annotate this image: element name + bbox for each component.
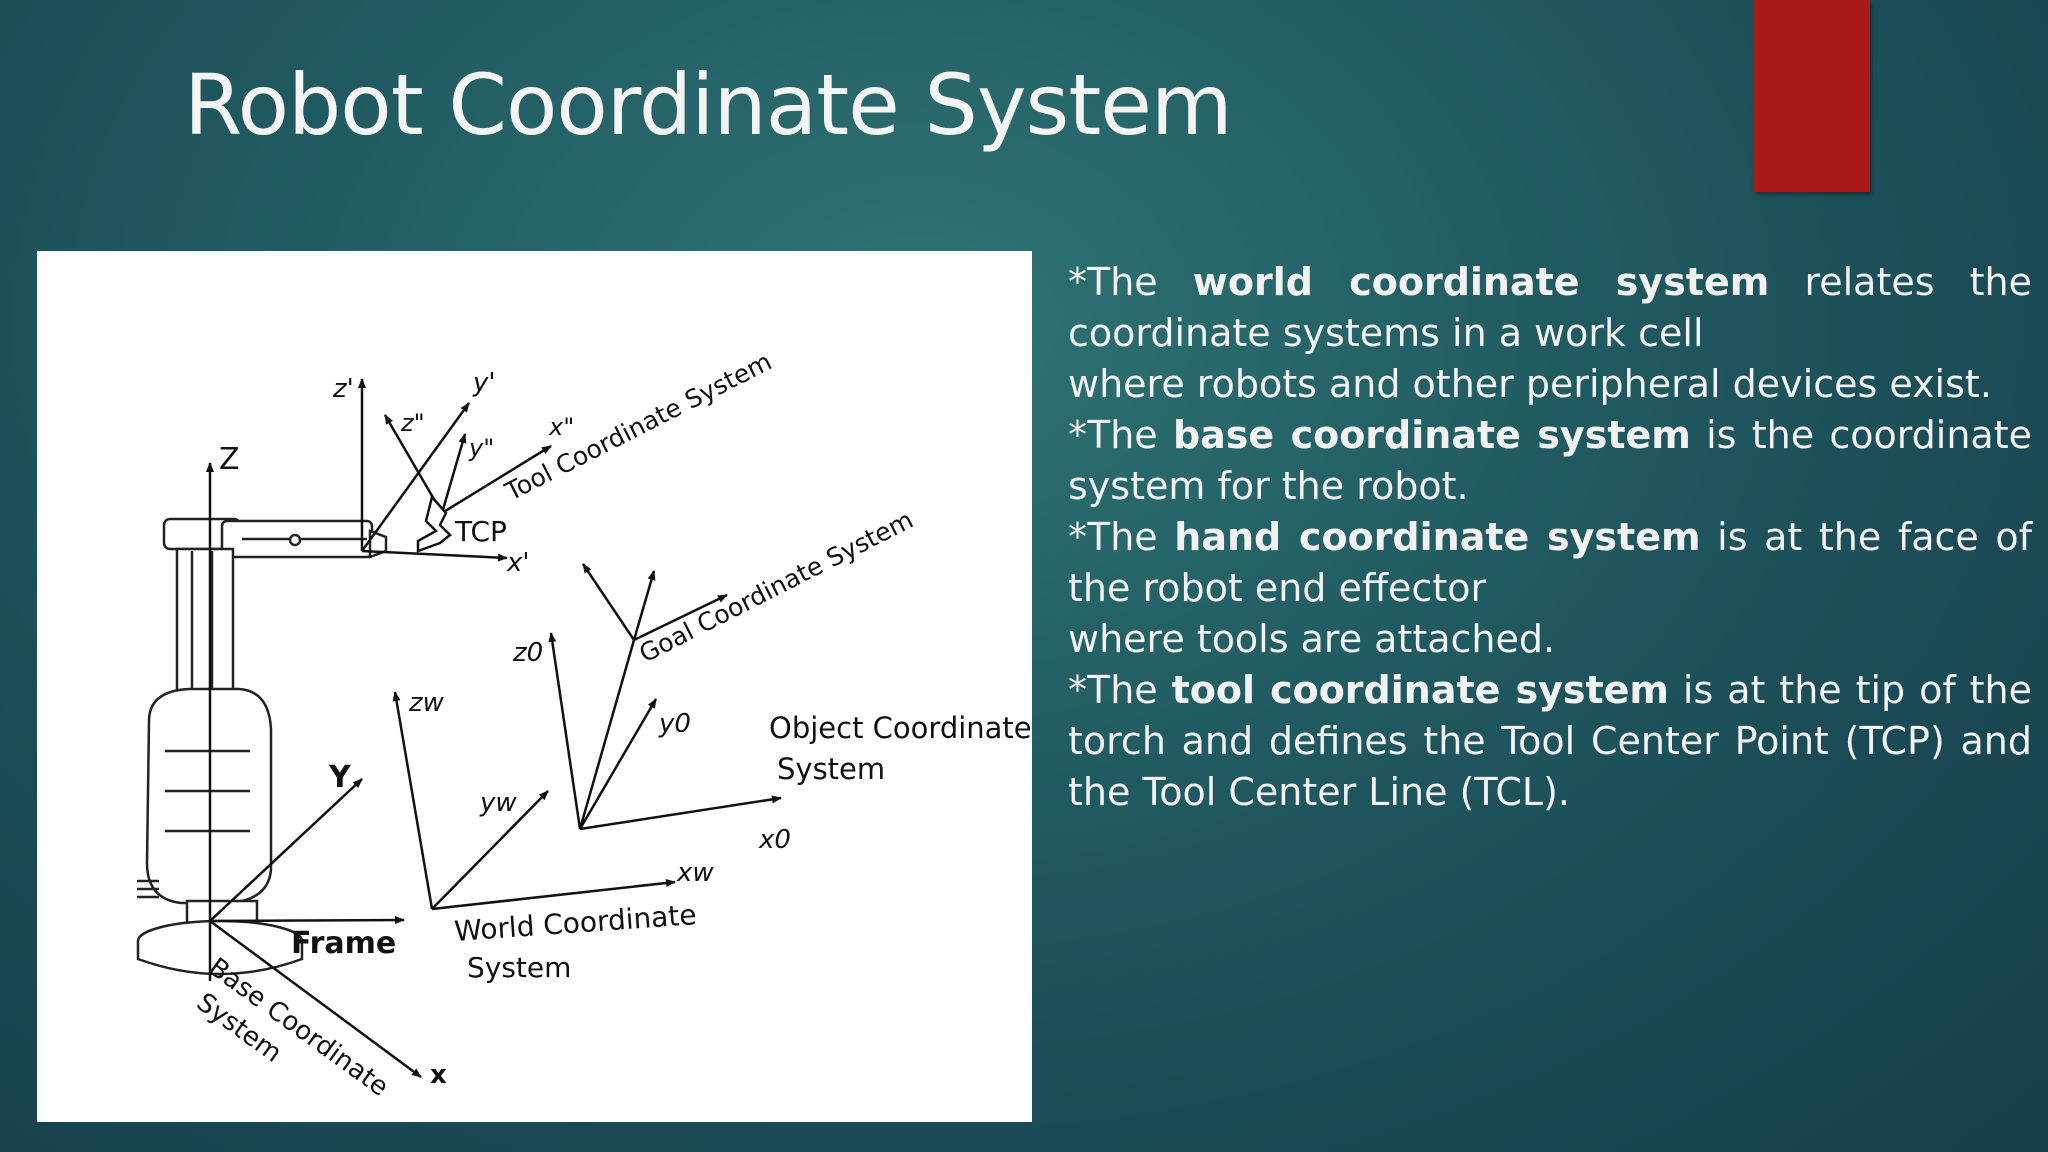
para-prefix: *The bbox=[1068, 515, 1175, 559]
label-goal-system: Goal Coordinate System bbox=[635, 505, 918, 668]
paragraph-base: *The base coordinate system is the coord… bbox=[1068, 410, 2032, 512]
label-x-dprime: x" bbox=[548, 413, 574, 441]
label-z-base: Z bbox=[219, 442, 240, 477]
label-z0: z0 bbox=[512, 638, 543, 668]
label-zw: zw bbox=[408, 688, 445, 718]
label-x0: x0 bbox=[758, 825, 791, 855]
accent-bar bbox=[1754, 0, 1870, 192]
para-term: hand coordinate system bbox=[1174, 515, 1701, 559]
description-text: *The world coordinate system relates the… bbox=[1068, 257, 2032, 818]
label-y0: y0 bbox=[658, 709, 691, 739]
goal-axes bbox=[581, 563, 728, 642]
label-object-system-1: Object Coordinate bbox=[769, 711, 1032, 745]
label-z-dprime: z" bbox=[400, 409, 425, 437]
base-axes bbox=[206, 462, 422, 1079]
para-prefix: *The bbox=[1068, 260, 1193, 304]
para-body: is at the tip of the torch and defines t… bbox=[1068, 668, 2032, 814]
para-body: relates the coordinate systems in a work… bbox=[1068, 260, 2032, 355]
paragraph-world-cont: where robots and other peripheral device… bbox=[1068, 362, 1992, 406]
world-axes bbox=[392, 691, 676, 911]
robot-coordinate-diagram: Z Y x Frame Base Coordinate System z' y'… bbox=[37, 251, 1032, 1122]
robot-arm-drawing bbox=[136, 517, 388, 976]
slide-title: Robot Coordinate System bbox=[184, 56, 1233, 154]
label-yw: yw bbox=[479, 788, 517, 818]
paragraph-hand: *The hand coordinate system is at the fa… bbox=[1068, 512, 2032, 614]
para-term: world coordinate system bbox=[1192, 260, 1770, 304]
label-z-prime: z' bbox=[332, 374, 354, 404]
tool-axes bbox=[358, 378, 552, 562]
label-x-prime: x' bbox=[506, 548, 530, 578]
paragraph-tool: *The tool coordinate system is at the ti… bbox=[1068, 665, 2032, 818]
label-frame: Frame bbox=[291, 926, 396, 961]
label-xw: xw bbox=[676, 858, 714, 888]
label-y-dprime: y" bbox=[468, 434, 494, 462]
label-x-base: x bbox=[430, 1060, 447, 1090]
label-object-system-2: System bbox=[777, 752, 885, 786]
para-body: is at the face of the robot end effector bbox=[1068, 515, 2032, 610]
diagram-canvas: Z Y x Frame Base Coordinate System z' y'… bbox=[136, 347, 1032, 1103]
para-body: is the coordinate system for the robot. bbox=[1068, 413, 2032, 508]
para-prefix: *The bbox=[1068, 668, 1172, 712]
label-world-system-1: World Coordinate bbox=[453, 898, 697, 948]
object-axes bbox=[548, 632, 782, 831]
label-y-prime: y' bbox=[472, 368, 496, 398]
paragraph-hand-cont: where tools are attached. bbox=[1068, 617, 1556, 661]
paragraph-world: *The world coordinate system relates the… bbox=[1068, 257, 2032, 359]
label-world-system-2: System bbox=[467, 951, 571, 984]
para-term: base coordinate system bbox=[1172, 413, 1691, 457]
label-y-base: Y bbox=[328, 760, 352, 795]
para-term: tool coordinate system bbox=[1171, 668, 1670, 712]
label-tool-system: Tool Coordinate System bbox=[500, 347, 777, 507]
label-tcp: TCP bbox=[454, 515, 507, 548]
para-prefix: *The bbox=[1068, 413, 1173, 457]
